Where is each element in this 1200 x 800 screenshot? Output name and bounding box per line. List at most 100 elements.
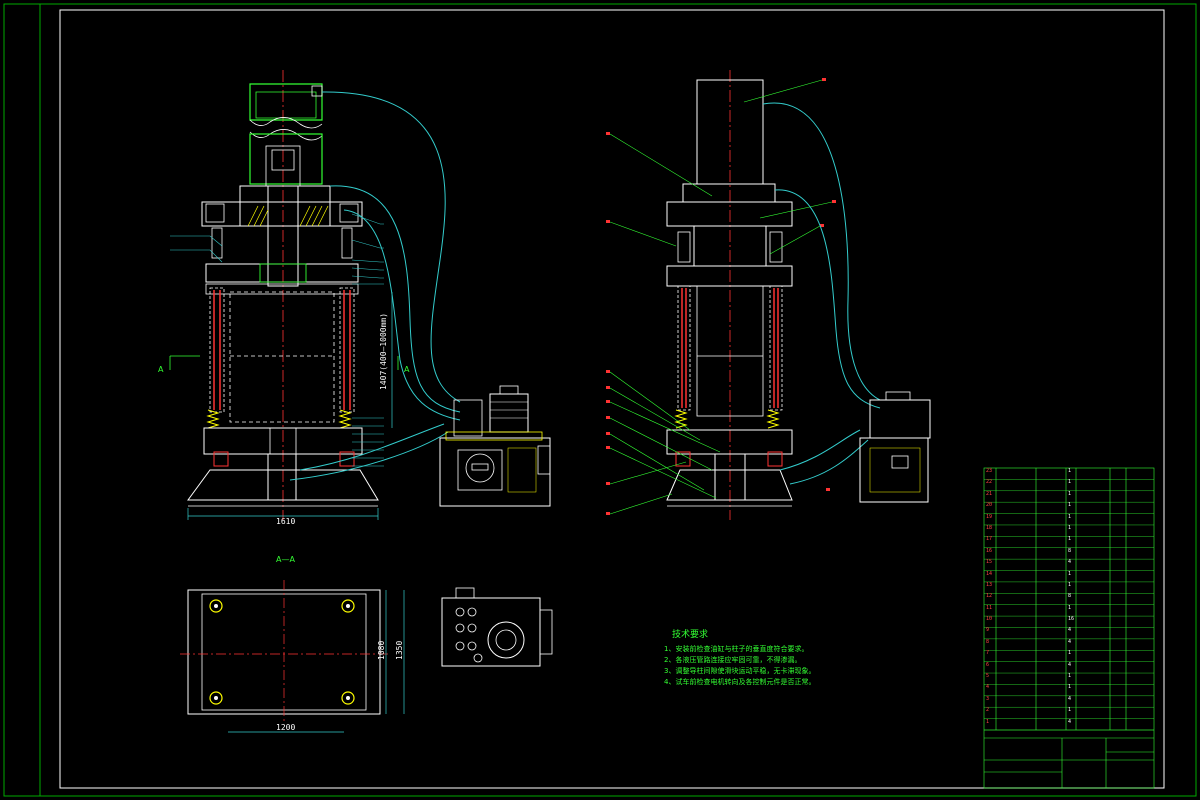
tech-req-item: 2、各液压管路连接应牢固可靠，不得渗漏。 — [664, 656, 802, 664]
tech-req-item: 1、安装前检查油缸与柱子的垂直度符合要求。 — [664, 645, 809, 653]
parts-row-number: 14 — [986, 570, 993, 577]
front-power-unit — [439, 385, 551, 507]
outer-frame — [3, 3, 1197, 797]
side-slide — [666, 265, 793, 287]
left-spring — [206, 409, 220, 429]
hydraulic-hoses — [289, 91, 461, 481]
right-spring — [338, 409, 352, 429]
parts-row: 17 1 — [984, 536, 1152, 543]
parts-row-qty: 1 — [1068, 570, 1072, 577]
section-aa-view: A—A 1200 1080 1350 — [180, 555, 405, 733]
parts-row: 10 16 — [984, 616, 1152, 623]
electric-motor — [489, 393, 529, 433]
parts-row-qty: 1 — [1068, 604, 1072, 611]
dim-base-depth-inner: 1080 — [377, 641, 386, 660]
parts-row-qty: 1 — [1068, 524, 1072, 531]
parts-row-number: 20 — [986, 502, 993, 509]
parts-row-number: 17 — [986, 536, 993, 543]
parts-row-qty: 1 — [1068, 707, 1072, 714]
parts-row-number: 5 — [986, 673, 990, 680]
side-power-unit — [859, 391, 931, 503]
parts-row-number: 10 — [986, 616, 993, 623]
technical-requirements: 技术要求 1、安装前检查油缸与柱子的垂直度符合要求。 2、各液压管路连接应牢固可… — [664, 630, 904, 688]
parts-row-number: 13 — [986, 581, 993, 588]
parts-row: 23 1 — [984, 468, 1152, 475]
parts-row-number: 22 — [986, 479, 993, 486]
right-column — [339, 287, 355, 413]
parts-row-number: 6 — [986, 661, 990, 668]
parts-row-qty: 1 — [1068, 650, 1072, 657]
parts-row: 22 1 — [984, 479, 1152, 486]
parts-row-qty: 1 — [1068, 479, 1072, 486]
slide-block — [205, 263, 359, 283]
parts-row-number: 12 — [986, 593, 993, 600]
parts-row: 21 1 — [984, 491, 1152, 498]
section-marker-left: A — [158, 365, 164, 374]
parts-row: 13 1 — [984, 582, 1152, 589]
parts-row-qty: 4 — [1068, 638, 1072, 645]
parts-row-qty: 4 — [1068, 559, 1072, 566]
side-view — [606, 70, 836, 520]
parts-row-number: 19 — [986, 513, 993, 520]
parts-row-qty: 1 — [1068, 502, 1072, 509]
parts-row-number: 9 — [986, 627, 990, 634]
parts-row-qty: 4 — [1068, 695, 1072, 702]
cylinder-head — [249, 83, 323, 121]
parts-row: 12 8 — [984, 593, 1152, 600]
parts-row-qty: 4 — [1068, 661, 1072, 668]
parts-row: 14 1 — [984, 571, 1152, 578]
parts-row-qty: 4 — [1068, 718, 1072, 725]
parts-row-qty: 1 — [1068, 536, 1072, 543]
parts-row-qty: 1 — [1068, 684, 1072, 691]
parts-row-number: 2 — [986, 707, 990, 714]
parts-table-grid — [983, 467, 1155, 789]
parts-row-qty: 1 — [1068, 673, 1072, 680]
parts-row-number: 8 — [986, 638, 990, 645]
parts-row-number: 1 — [986, 718, 990, 725]
parts-row-qty: 16 — [1068, 616, 1075, 623]
parts-row-number: 18 — [986, 524, 993, 531]
dim-base-depth-outer: 1350 — [395, 641, 404, 660]
parts-row: 15 4 — [984, 559, 1152, 566]
front-section-view: 1610 1407(400–1000mm) A A — [158, 70, 410, 526]
section-aa-title: A—A — [276, 555, 295, 564]
parts-row-qty: 1 — [1068, 490, 1072, 497]
column-hole — [209, 691, 223, 705]
parts-row-qty: 1 — [1068, 581, 1072, 588]
parts-row-number: 3 — [986, 695, 990, 702]
cylinder-body — [249, 133, 323, 185]
parts-row-number: 15 — [986, 559, 993, 566]
power-unit-plan — [441, 587, 553, 667]
parts-row: 20 1 — [984, 502, 1152, 509]
tech-req-item: 4、试车前检查电机转向及各控制元件是否正常。 — [664, 678, 816, 686]
parts-row: 18 1 — [984, 525, 1152, 532]
parts-row-number: 7 — [986, 650, 990, 657]
parts-row-number: 23 — [986, 468, 993, 474]
parts-row-qty: 8 — [1068, 593, 1072, 600]
parts-row-qty: 8 — [1068, 547, 1072, 554]
parts-row-qty: 1 — [1068, 468, 1072, 474]
tech-req-title: 技术要求 — [672, 630, 709, 640]
section-marker-right: A — [404, 365, 410, 374]
dim-front-height: 1407(400–1000mm) — [379, 313, 388, 390]
parts-row-number: 4 — [986, 684, 990, 691]
inner-frame — [59, 9, 1165, 789]
parts-row-number: 21 — [986, 490, 993, 497]
parts-row-number: 11 — [986, 604, 993, 611]
column-hole — [209, 599, 223, 613]
column-hole — [341, 691, 355, 705]
dim-front-width: 1610 — [276, 517, 295, 526]
